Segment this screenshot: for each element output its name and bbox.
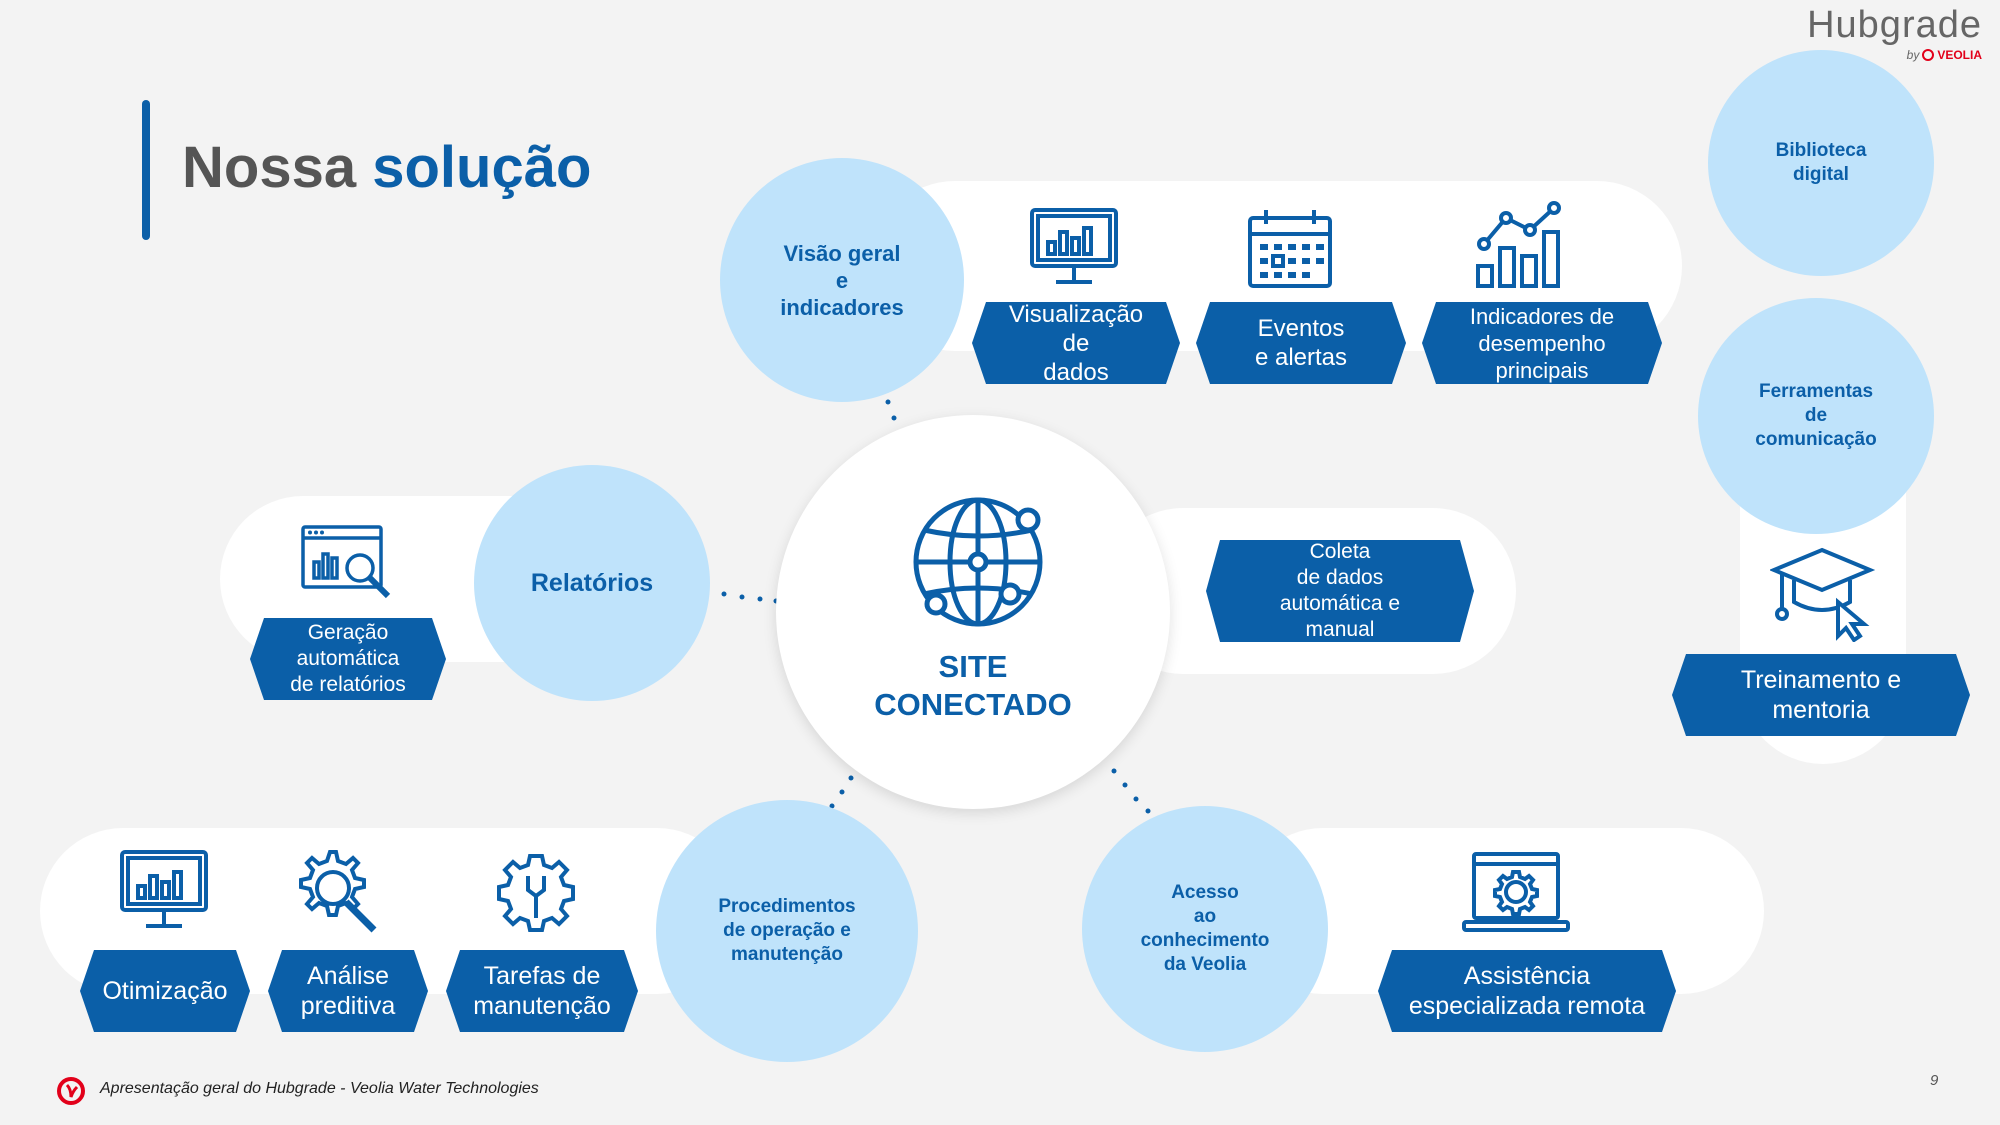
circle-biblioteca-label: Biblioteca digital: [1775, 140, 1867, 185]
performance-chart-icon: [1474, 200, 1566, 290]
tag-tarefas-manutencao: Tarefas de manutenção: [446, 950, 638, 1032]
tag-indicadores: Indicadores de desempenho principais: [1422, 302, 1662, 384]
hubgrade-logo: Hubgrade by VEOLIA: [1800, 4, 1990, 66]
circle-relatorios-label: Relatórios: [530, 568, 654, 597]
page-number: 9: [1930, 1072, 1939, 1089]
tag-treinamento-mentoria: Treinamento e mentoria: [1672, 654, 1970, 736]
brand-by: by: [1906, 48, 1920, 62]
calendar-icon: [1246, 206, 1334, 290]
globe-network-icon: [910, 490, 1050, 630]
tag-visualizacao-label: Visualização de dados: [1008, 302, 1144, 384]
tag-treinamento-label: Treinamento e mentoria: [1740, 666, 1902, 724]
circle-visao-label: Visão geral e indicadores: [780, 240, 904, 320]
laptop-gear-icon: [1460, 850, 1572, 936]
circle-procedimentos-label: Procedimentos de operação e manutenção: [718, 896, 856, 965]
gear-wrench-icon: [496, 852, 576, 932]
tag-indicadores-label: Indicadores de desempenho principais: [1469, 303, 1615, 383]
title-accent-bar: [142, 100, 150, 240]
tag-visualizacao-dados: Visualização de dados: [972, 302, 1180, 384]
tag-otimizacao-label: Otimização: [102, 976, 228, 1005]
footer-veolia-icon: [56, 1076, 86, 1106]
site-conectado-label: SITE CONECTADO: [776, 648, 1170, 724]
gear-search-icon: [292, 848, 382, 936]
brand-company: VEOLIA: [1937, 48, 1982, 62]
monitor-chart-icon: [1028, 206, 1120, 288]
circle-ferramentas: Ferramentas de comunicação: [1698, 298, 1934, 534]
tag-assistencia-label: Assistência especializada remota: [1408, 962, 1646, 1020]
title-part-2: solução: [372, 135, 592, 200]
tag-eventos-alertas: Eventos e alertas: [1196, 302, 1406, 384]
page-title: Nossa solução: [182, 134, 591, 201]
circle-acesso-label: Acesso ao conhecimento da Veolia: [1140, 882, 1270, 975]
circle-relatorios: Relatórios: [474, 465, 710, 701]
tag-analise-preditiva: Análise preditiva: [268, 950, 428, 1032]
footer-text: Apresentação geral do Hubgrade - Veolia …: [100, 1080, 539, 1097]
tag-coleta-dados: Coleta de dados automática e manual: [1206, 540, 1474, 642]
tag-coleta-label: Coleta de dados automática e manual: [1279, 540, 1401, 641]
title-part-1: Nossa: [182, 135, 357, 200]
circle-biblioteca: Biblioteca digital: [1708, 50, 1934, 276]
veolia-logo-icon: [1922, 49, 1935, 61]
circle-procedimentos: Procedimentos de operação e manutenção: [656, 800, 918, 1062]
tag-assistencia-remota: Assistência especializada remota: [1378, 950, 1676, 1032]
optimization-monitor-icon: [118, 848, 210, 932]
tag-otimizacao: Otimização: [80, 950, 250, 1032]
tag-tarefas-label: Tarefas de manutenção: [473, 962, 611, 1020]
report-search-icon: [300, 524, 394, 602]
center-line-1: SITE: [938, 649, 1008, 684]
site-conectado-circle: [776, 415, 1170, 809]
circle-visao-geral: Visão geral e indicadores: [720, 158, 964, 402]
tag-geracao-relatorios: Geração automática de relatórios: [250, 618, 446, 700]
tag-geracao-label: Geração automática de relatórios: [290, 621, 406, 696]
brand-name: Hubgrade: [1807, 4, 1982, 46]
circle-acesso: Acesso ao conhecimento da Veolia: [1082, 806, 1328, 1052]
circle-ferramentas-label: Ferramentas de comunicação: [1755, 381, 1877, 450]
graduation-cap-icon: [1770, 546, 1876, 642]
tag-eventos-label: Eventos e alertas: [1254, 315, 1348, 371]
tag-analise-label: Análise preditiva: [300, 962, 396, 1020]
center-line-2: CONECTADO: [874, 687, 1072, 722]
